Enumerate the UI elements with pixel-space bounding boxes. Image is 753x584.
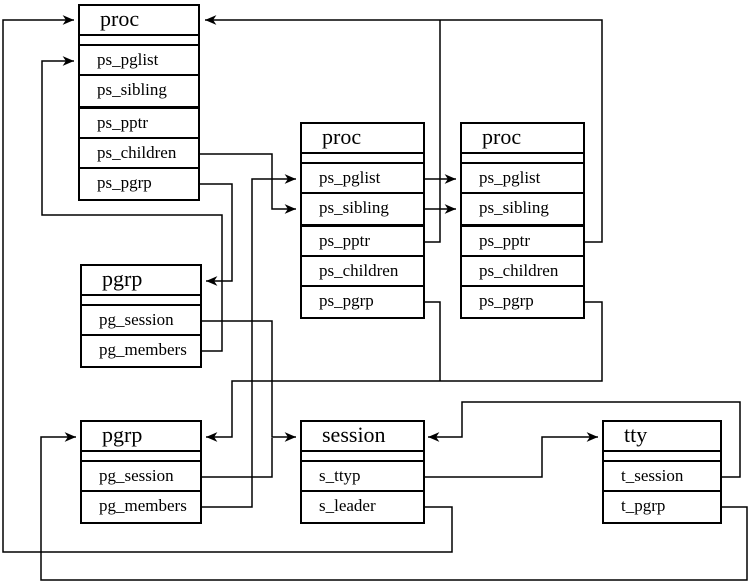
struct-proc3-field-ps_pgrp: ps_pgrp bbox=[479, 291, 534, 310]
struct-proc3-field-ps_pptr: ps_pptr bbox=[462, 227, 583, 257]
struct-proc2-group-divider bbox=[302, 224, 423, 227]
edge-session-s_ttyp-to-tty-title bbox=[425, 432, 598, 478]
struct-proc1-field-ps_pglist: ps_pglist bbox=[80, 46, 198, 76]
edge-proc3-ps_pgrp-to-pgrp2-title bbox=[206, 301, 603, 442]
struct-session-field-s_leader: s_leader bbox=[319, 496, 376, 515]
struct-proc1-group-divider bbox=[80, 106, 198, 109]
struct-tty: tty t_session t_pgrp bbox=[602, 420, 722, 524]
struct-tty-title: tty bbox=[604, 422, 720, 452]
struct-session-field-s_ttyp: s_ttyp bbox=[302, 462, 423, 492]
edge-pgrp1-pg_members-to-proc1-ps_pglist bbox=[41, 56, 223, 352]
struct-session: session s_ttyp s_leader bbox=[300, 420, 425, 524]
struct-proc2-field-ps_pgrp: ps_pgrp bbox=[319, 291, 374, 310]
struct-proc3-field-ps_pglist: ps_pglist bbox=[462, 164, 583, 194]
struct-proc3-title: proc bbox=[462, 124, 583, 154]
edge-pgrp2-pg_session-to-session-title bbox=[202, 438, 273, 478]
struct-pgrp1-spacer bbox=[82, 296, 200, 306]
struct-proc1-title: proc bbox=[80, 6, 198, 36]
struct-session-title: session bbox=[302, 422, 423, 452]
struct-pgrp1-field-pg_session: pg_session bbox=[82, 306, 200, 336]
struct-pgrp1-title: pgrp bbox=[82, 266, 200, 296]
struct-pgrp2-field-pg_session: pg_session bbox=[82, 462, 200, 492]
struct-proc3-field-ps_children: ps_children bbox=[462, 257, 583, 287]
struct-proc1-field-ps_pgrp: ps_pgrp bbox=[97, 173, 152, 192]
struct-proc1-field-ps_pptr: ps_pptr bbox=[80, 109, 198, 139]
struct-pgrp2: pgrp pg_session pg_members bbox=[80, 420, 202, 524]
struct-tty-spacer bbox=[604, 452, 720, 462]
edge-pgrp2-pg_members-to-proc2-ps_pglist bbox=[202, 174, 296, 508]
struct-proc1-field-ps_children: ps_children bbox=[80, 139, 198, 169]
edge-pgrp1-pg_session-to-session-title bbox=[202, 320, 296, 442]
struct-proc3-field-ps_sibling: ps_sibling bbox=[479, 198, 549, 217]
struct-proc2-field-ps_pglist: ps_pglist bbox=[302, 164, 423, 194]
struct-pgrp1: pgrp pg_session pg_members bbox=[80, 264, 202, 368]
edge-proc2-ps_pgrp-to-pgrp2-title bbox=[425, 301, 441, 381]
struct-proc2-field-ps_sibling: ps_sibling bbox=[319, 198, 389, 217]
edge-tty-t_pgrp-to-pgrp2-title bbox=[40, 432, 748, 581]
struct-pgrp2-spacer bbox=[82, 452, 200, 462]
edge-tty-t_session-to-session-title bbox=[428, 401, 741, 478]
edge-proc2-ps_pptr-to-proc1-title bbox=[425, 20, 441, 243]
edge-proc1-ps_pgrp-to-pgrp1-title bbox=[200, 183, 233, 286]
struct-pgrp2-title: pgrp bbox=[82, 422, 200, 452]
struct-tty-field-t_session: t_session bbox=[604, 462, 720, 492]
struct-proc2-title: proc bbox=[302, 124, 423, 154]
struct-proc2-spacer bbox=[302, 154, 423, 164]
struct-proc1-field-ps_sibling: ps_sibling bbox=[97, 80, 167, 99]
struct-proc3-group-divider bbox=[462, 224, 583, 227]
struct-proc1-spacer bbox=[80, 36, 198, 46]
struct-proc3-spacer bbox=[462, 154, 583, 164]
edge-proc3-ps_pptr-to-proc1-title bbox=[205, 15, 603, 243]
struct-pgrp2-field-pg_members: pg_members bbox=[99, 496, 187, 515]
struct-proc2-field-ps_children: ps_children bbox=[302, 257, 423, 287]
struct-pgrp1-field-pg_members: pg_members bbox=[99, 340, 187, 359]
struct-session-spacer bbox=[302, 452, 423, 462]
struct-tty-field-t_pgrp: t_pgrp bbox=[621, 496, 666, 515]
edge-proc1-ps_children-to-proc2-ps_sibling bbox=[200, 153, 296, 214]
struct-proc2-field-ps_pptr: ps_pptr bbox=[302, 227, 423, 257]
edge-session-s_leader-to-proc1-title bbox=[2, 15, 453, 553]
